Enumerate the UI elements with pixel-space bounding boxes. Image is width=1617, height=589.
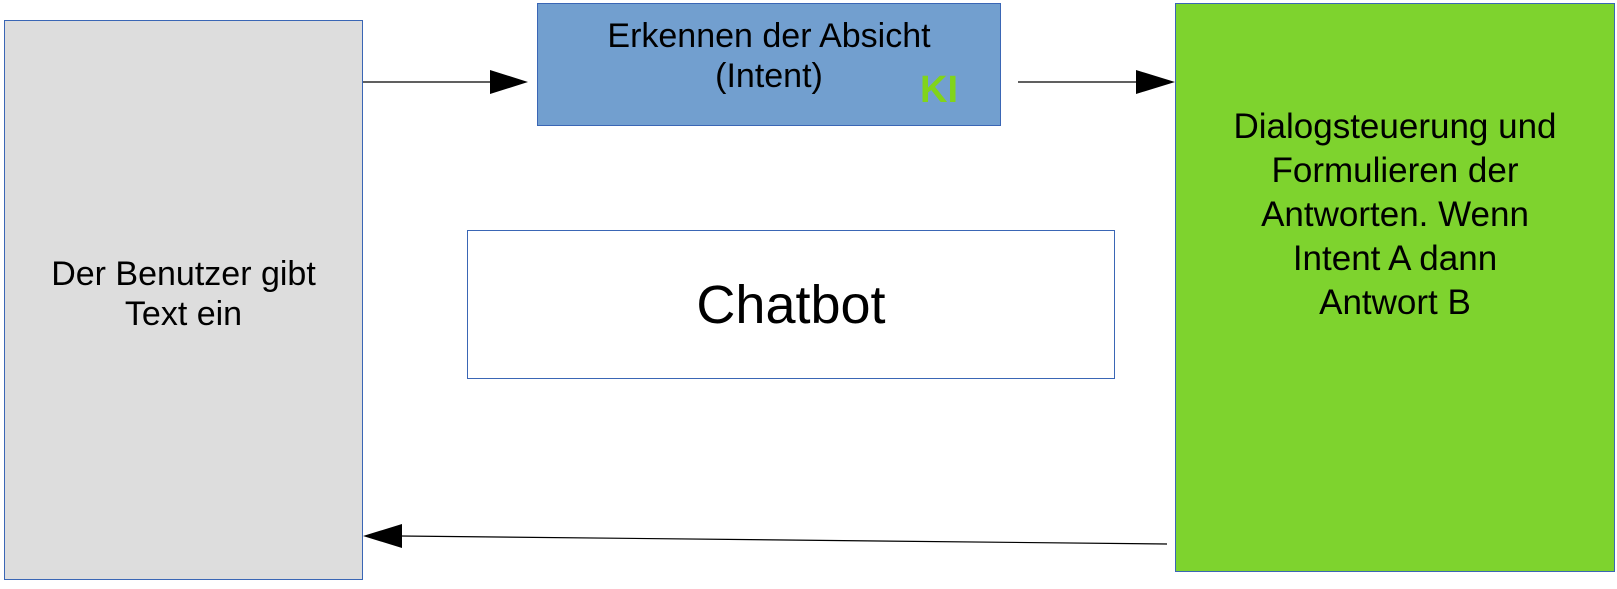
ki-badge: KI bbox=[920, 69, 958, 111]
intent-recognition-box: Erkennen der Absicht (Intent) KI bbox=[537, 3, 1001, 126]
user-input-box: Der Benutzer gibt Text ein bbox=[4, 20, 363, 580]
user-input-label-line-1: Der Benutzer gibt bbox=[51, 255, 316, 293]
arrow-dialog-to-user-head bbox=[363, 524, 402, 548]
dialog-control-label-line-4: Intent A dann bbox=[1292, 239, 1498, 278]
user-input-label-line-2: Text ein bbox=[124, 295, 243, 333]
dialog-control-label-line-5: Antwort B bbox=[1319, 283, 1471, 322]
arrow-dialog-to-user-line bbox=[399, 535, 1168, 545]
arrow-user-to-intent-head bbox=[490, 70, 528, 94]
dialog-control-label-line-3: Antworten. Wenn bbox=[1261, 195, 1529, 234]
intent-recognition-label-line-1: Erkennen der Absicht bbox=[607, 17, 931, 55]
chatbot-box: Chatbot bbox=[467, 230, 1115, 379]
arrow-user-to-intent bbox=[363, 70, 528, 94]
dialog-control-label-line-1: Dialogsteuerung und bbox=[1233, 107, 1557, 146]
arrow-intent-to-dialog bbox=[1018, 70, 1175, 94]
arrow-dialog-to-user bbox=[363, 524, 1168, 548]
intent-recognition-label-line-2: (Intent) bbox=[715, 57, 823, 95]
chatbot-label: Chatbot bbox=[696, 274, 886, 335]
dialog-control-box: Dialogsteuerung und Formulieren der Antw… bbox=[1175, 3, 1615, 572]
arrow-intent-to-dialog-head bbox=[1136, 70, 1175, 94]
dialog-control-label-line-2: Formulieren der bbox=[1271, 151, 1519, 190]
